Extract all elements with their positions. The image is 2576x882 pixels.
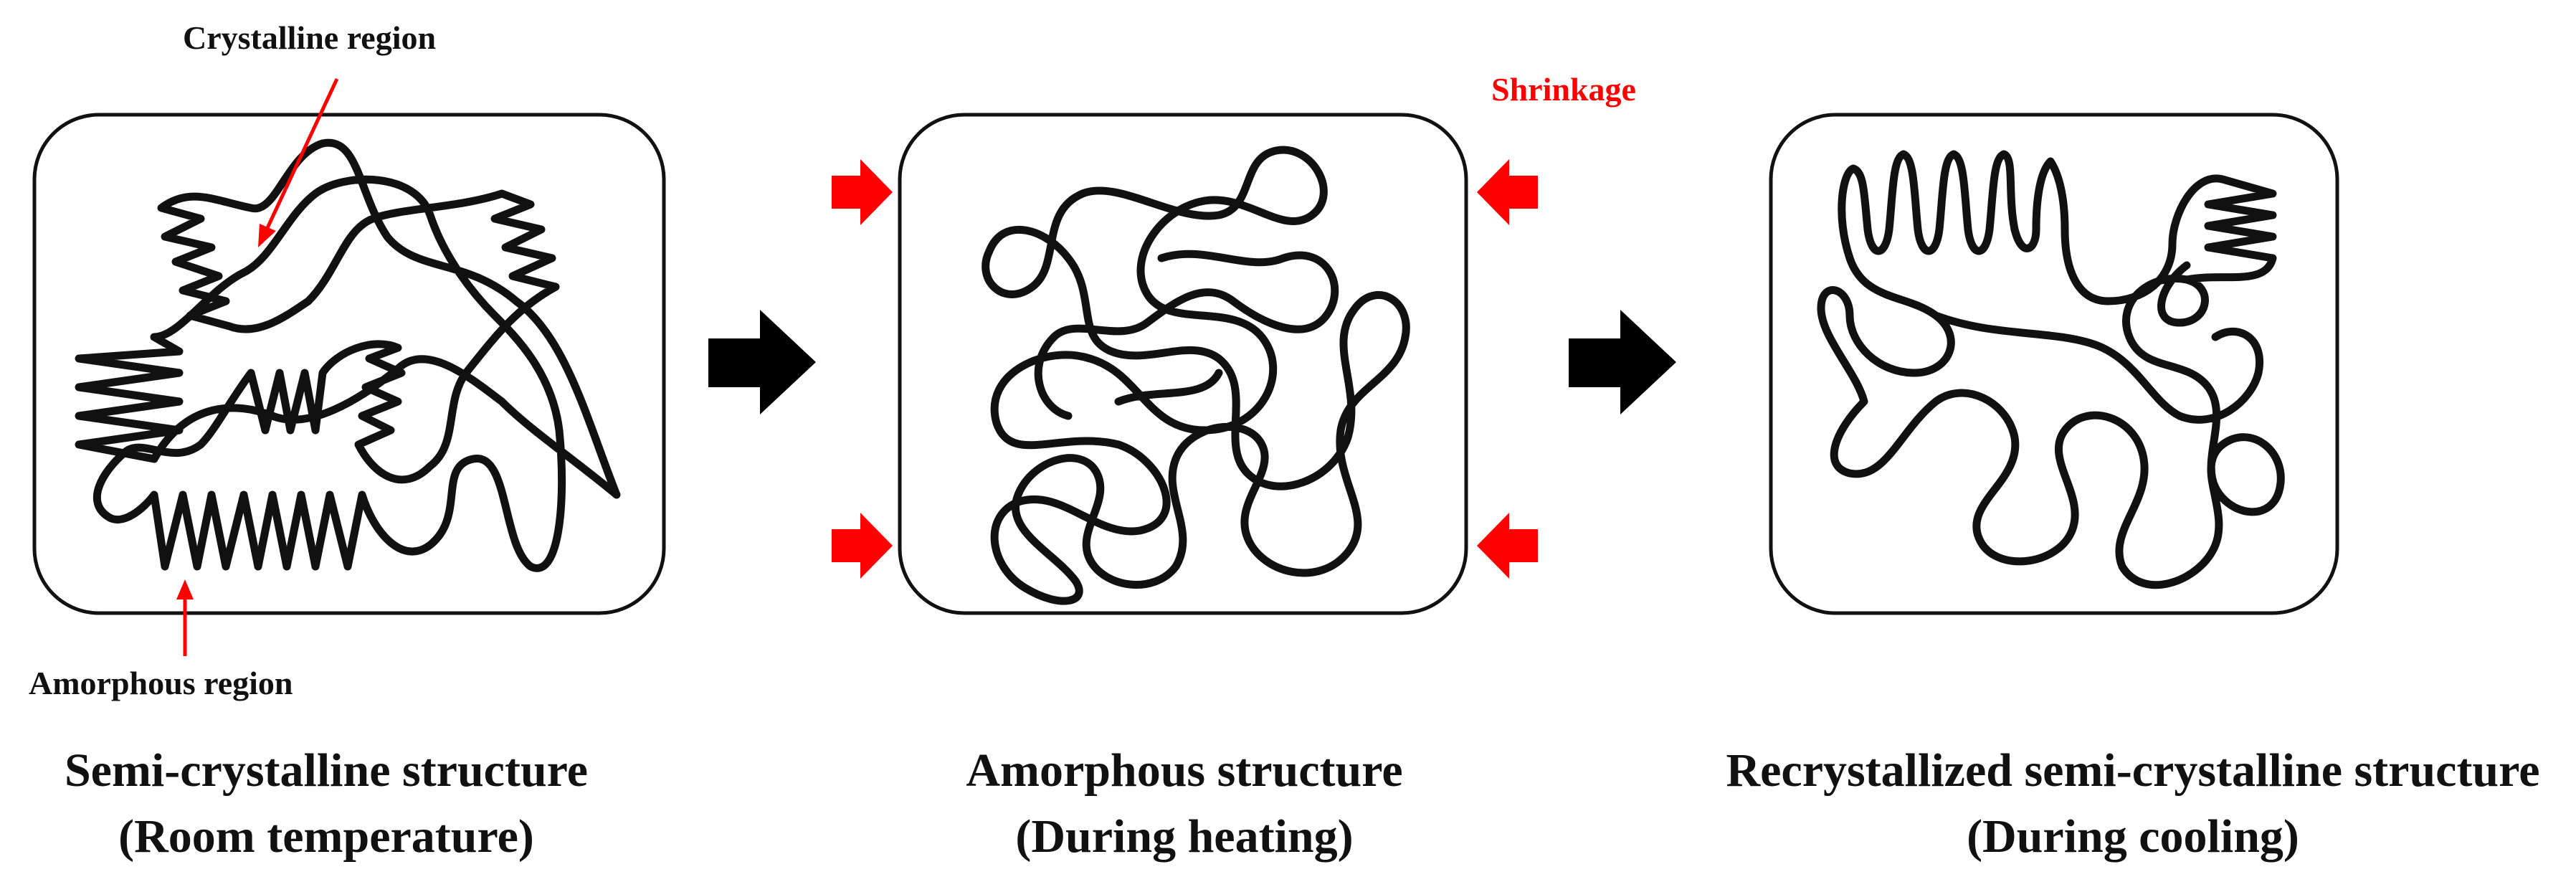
caption-panel-3-line2: (During cooling) <box>1967 810 2299 863</box>
label-amorphous-region: Amorphous region <box>29 665 293 701</box>
caption-panel-3-line1: Recrystallized semi-crystalline structur… <box>1726 744 2539 797</box>
polymer-chain-3 <box>1817 150 2285 589</box>
panel-3-frame <box>1769 113 2339 615</box>
amorphous-pointer-arrowhead <box>176 579 194 599</box>
polymer-chain-1 <box>75 138 621 572</box>
crystalline-pointer-line <box>265 77 339 231</box>
compression-arrow-icon <box>1477 159 1538 225</box>
compression-arrow-icon <box>1477 513 1538 579</box>
label-shrinkage: Shrinkage <box>1491 71 1636 108</box>
right-arrow-icon <box>708 310 816 414</box>
right-arrow-icon <box>1569 310 1676 414</box>
compression-arrow-icon <box>832 159 893 225</box>
caption-panel-1-line1: Semi-crystalline structure <box>65 744 588 797</box>
compression-arrow-icon <box>832 513 893 579</box>
crystalline-pointer-arrowhead <box>258 224 276 247</box>
caption-panel-2-line2: (During heating) <box>1015 810 1353 863</box>
panel-semi-crystalline: Crystalline region Amorphous region Semi… <box>29 19 666 863</box>
caption-panel-1-line2: (Room temperature) <box>118 810 534 863</box>
panel-recrystallized: Recrystallized semi-crystalline structur… <box>1726 113 2540 863</box>
caption-panel-2-line1: Amorphous structure <box>966 744 1402 797</box>
polymer-chain-2 <box>982 146 1410 605</box>
label-crystalline-region: Crystalline region <box>183 19 436 56</box>
panel-amorphous: Amorphous structure (During heating) <box>898 113 1468 863</box>
